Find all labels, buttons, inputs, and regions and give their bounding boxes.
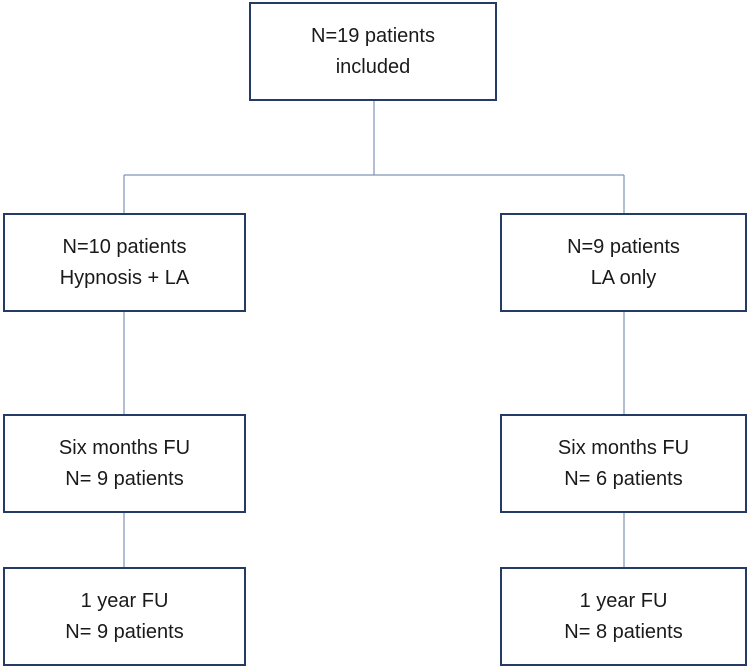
box-patients-included: N=19 patients included xyxy=(249,2,497,101)
box-right-six-months-line1: Six months FU xyxy=(557,436,690,459)
box-right-one-year-line1: 1 year FU xyxy=(579,589,668,612)
box-left-six-months: Six months FU N= 9 patients xyxy=(3,414,246,513)
box-right-group-line2: LA only xyxy=(590,266,657,289)
box-left-group-line2: Hypnosis + LA xyxy=(59,266,190,289)
box-left-group-line1: N=10 patients xyxy=(62,235,187,258)
box-left-group: N=10 patients Hypnosis + LA xyxy=(3,213,246,312)
box-right-group: N=9 patients LA only xyxy=(500,213,747,312)
box-left-six-months-line2: N= 9 patients xyxy=(65,467,184,490)
box-left-six-months-line1: Six months FU xyxy=(58,436,191,459)
box-right-six-months-line2: N= 6 patients xyxy=(564,467,683,490)
box-right-one-year: 1 year FU N= 8 patients xyxy=(500,567,747,666)
box-left-one-year-line1: 1 year FU xyxy=(80,589,169,612)
box-patients-included-line1: N=19 patients xyxy=(311,24,435,47)
box-left-one-year-line2: N= 9 patients xyxy=(65,620,184,643)
box-right-one-year-line2: N= 8 patients xyxy=(564,620,683,643)
box-left-one-year: 1 year FU N= 9 patients xyxy=(3,567,246,666)
box-right-six-months: Six months FU N= 6 patients xyxy=(500,414,747,513)
box-patients-included-line2: included xyxy=(335,55,411,78)
box-right-group-line1: N=9 patients xyxy=(567,235,680,258)
